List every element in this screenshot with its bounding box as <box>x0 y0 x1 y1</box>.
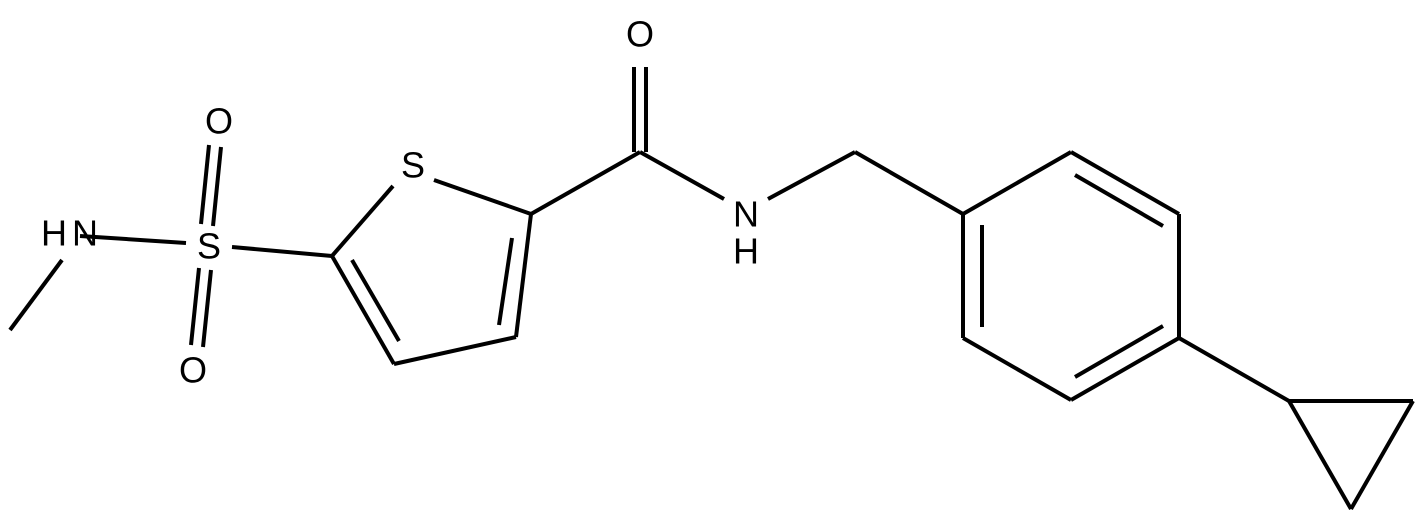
bond-ring-4-5 <box>1070 336 1180 402</box>
bond-thiophene-s-c2 <box>433 178 532 216</box>
bond-ring-2-3 <box>1070 150 1180 216</box>
bond-ring-cyclopropyl <box>1178 336 1290 403</box>
bond-n-ch2 <box>767 150 856 201</box>
atom-sulfonyl-o-bottom: O <box>179 350 207 391</box>
bond-sulfonyl-s-c5 <box>231 245 333 258</box>
bond-ring-1-2 <box>962 150 1072 216</box>
atom-sulfonyl-o-top: O <box>205 101 233 142</box>
bond-c3-c4 <box>393 335 517 366</box>
bond-cyclopropyl-3 <box>1287 400 1353 510</box>
bond-sulfonyl-s-o-bottom-a <box>189 267 201 346</box>
bond-c4-c5-inner <box>350 258 401 343</box>
atom-amide-h: H <box>733 231 759 272</box>
atom-sulfonamide-n: N <box>72 213 98 254</box>
bond-carbonyl-c-n <box>639 150 725 201</box>
bond-sulfonyl-s-o-top-b <box>211 146 223 227</box>
bond-sulfonyl-s-o-bottom-b <box>201 269 213 348</box>
bonds <box>8 67 1415 510</box>
bond-ring-4-5-inner <box>1073 324 1165 379</box>
atom-carbonyl-o: O <box>626 14 654 55</box>
atom-labels: S O O H N S O N H <box>41 14 759 391</box>
atom-amide-n: N <box>733 194 759 235</box>
bond-c2-carbonyl-c <box>530 150 641 216</box>
bond-ring-5-6 <box>962 336 1072 402</box>
bond-n-sulfonyl-s <box>79 234 187 245</box>
bond-c2-c3 <box>514 213 533 338</box>
bond-c2-c3-inner <box>497 237 514 326</box>
bond-c4-c5 <box>330 255 396 365</box>
bond-cyclopropyl-2 <box>1349 400 1415 510</box>
bond-ch2-ring <box>854 150 964 216</box>
bond-sulfonyl-s-o-top-a <box>199 144 211 225</box>
atom-thiophene-s: S <box>401 145 425 186</box>
bond-ring-2-3-inner <box>1073 173 1165 228</box>
atom-sulfonyl-s: S <box>197 226 221 267</box>
bond-methyl-n <box>8 258 64 332</box>
atom-sulfonamide-h: H <box>41 213 67 254</box>
bond-c5-thiophene-s <box>330 184 395 258</box>
